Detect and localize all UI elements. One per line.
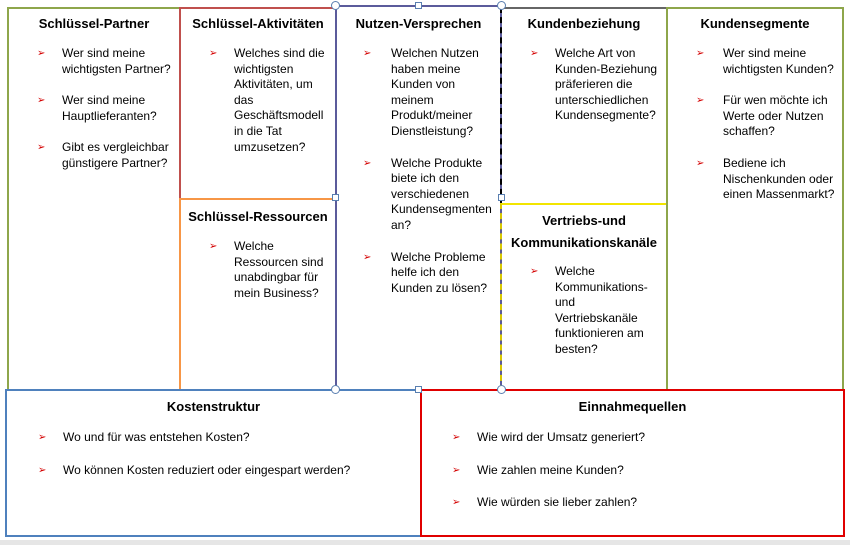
list-item: ➢Wer sind meine Hauptlieferanten? bbox=[37, 93, 157, 123]
list-item: ➢Wo und für was entstehen Kosten? bbox=[38, 430, 250, 444]
list-item: ➢Welche Produkte biete ich den verschied… bbox=[363, 155, 492, 232]
arrow-bullet-icon: ➢ bbox=[38, 464, 47, 476]
resize-handle-right[interactable] bbox=[498, 194, 505, 201]
costs-title: Kostenstruktur bbox=[166, 399, 261, 414]
arrow-bullet-icon: ➢ bbox=[696, 48, 705, 59]
list-item: ➢Wie wird der Umsatz generiert? bbox=[452, 430, 646, 444]
arrow-bullet-icon: ➢ bbox=[37, 95, 46, 107]
arrow-bullet-icon: ➢ bbox=[37, 48, 46, 59]
arrow-bullet-icon: ➢ bbox=[37, 142, 46, 154]
resize-handle-top[interactable] bbox=[415, 2, 422, 9]
list-item: ➢Wer sind meine wichtigsten Kunden? bbox=[696, 46, 834, 76]
resize-handle-bottom-left[interactable] bbox=[331, 385, 340, 394]
revenue-list: ➢Wie wird der Umsatz generiert? ➢Wie zah… bbox=[452, 430, 837, 527]
resize-handle-bottom-right[interactable] bbox=[497, 385, 506, 394]
list-item: ➢Bediene ich Nischenkunden oder einen Ma… bbox=[696, 155, 835, 202]
partner-title: Schlüssel-Partner bbox=[38, 16, 150, 31]
arrow-bullet-icon: ➢ bbox=[38, 432, 47, 443]
list-item: ➢Welche Art von Kunden-Beziehung präferi… bbox=[530, 46, 658, 123]
arrow-bullet-icon: ➢ bbox=[696, 95, 705, 107]
list-item: ➢Welche Probleme helfe ich den Kunden zu… bbox=[363, 249, 488, 295]
activities-list: ➢Welches sind die wichtigsten Aktivitäte… bbox=[209, 46, 334, 171]
costs-block: Kostenstruktur ➢Wo und für was entstehen… bbox=[5, 389, 422, 537]
channels-list: ➢Welche Kommunikations- und Vertriebskan… bbox=[530, 264, 660, 374]
segments-list: ➢Wer sind meine wichtigsten Kunden? ➢Für… bbox=[696, 46, 841, 219]
arrow-bullet-icon: ➢ bbox=[209, 241, 218, 252]
revenue-title: Einnahmequellen bbox=[578, 399, 687, 414]
resources-title: Schlüssel-Ressourcen bbox=[188, 209, 328, 224]
relationship-list: ➢Welche Art von Kunden-Beziehung präferi… bbox=[530, 46, 665, 140]
list-item: ➢Wo können Kosten reduziert oder eingesp… bbox=[38, 462, 351, 477]
resize-handle-left[interactable] bbox=[332, 194, 339, 201]
list-item: ➢Für wen möchte ich Werte oder Nutzen sc… bbox=[696, 93, 828, 139]
revenue-block: Einnahmequellen ➢Wie wird der Umsatz gen… bbox=[420, 389, 845, 537]
arrow-bullet-icon: ➢ bbox=[452, 497, 461, 509]
arrow-bullet-icon: ➢ bbox=[363, 48, 372, 59]
list-item: ➢Welche Kommunikations- und Vertriebskan… bbox=[530, 264, 648, 356]
resize-handle-bottom[interactable] bbox=[415, 386, 422, 393]
arrow-bullet-icon: ➢ bbox=[363, 157, 372, 169]
partner-block: Schlüssel-Partner ➢Wer sind meine wichti… bbox=[7, 7, 181, 391]
activities-title: Schlüssel-Aktivitäten bbox=[192, 16, 324, 31]
relationship-title: Kundenbeziehung bbox=[527, 16, 641, 31]
arrow-bullet-icon: ➢ bbox=[696, 157, 705, 169]
list-item: ➢Wer sind meine wichtigsten Partner? bbox=[37, 46, 171, 76]
costs-list: ➢Wo und für was entstehen Kosten? ➢Wo kö… bbox=[38, 430, 418, 494]
list-item: ➢Wie zahlen meine Kunden? bbox=[452, 462, 624, 477]
resize-handle-top-left[interactable] bbox=[331, 1, 340, 10]
resize-handle-top-right[interactable] bbox=[497, 1, 506, 10]
arrow-bullet-icon: ➢ bbox=[209, 48, 218, 59]
arrow-bullet-icon: ➢ bbox=[363, 251, 372, 263]
list-item: ➢Welchen Nutzen haben meine Kunden von m… bbox=[363, 46, 479, 138]
segments-block: Kundensegmente ➢Wer sind meine wichtigst… bbox=[666, 7, 844, 391]
resources-block: Schlüssel-Ressourcen ➢Welche Ressourcen … bbox=[179, 198, 337, 391]
list-item: ➢Welches sind die wichtigsten Aktivitäte… bbox=[209, 46, 325, 154]
arrow-bullet-icon: ➢ bbox=[530, 48, 539, 59]
value-title: Nutzen-Versprechen bbox=[355, 16, 482, 31]
segments-title: Kundensegmente bbox=[700, 16, 810, 31]
activities-block: Schlüssel-Aktivitäten ➢Welches sind die … bbox=[179, 7, 337, 200]
arrow-bullet-icon: ➢ bbox=[530, 266, 539, 277]
channels-title: Vertriebs-und Kommunikationskanäle bbox=[511, 213, 657, 250]
arrow-bullet-icon: ➢ bbox=[452, 432, 461, 443]
window-bottom-edge bbox=[0, 540, 850, 545]
arrow-bullet-icon: ➢ bbox=[452, 464, 461, 476]
channels-block: Vertriebs-und Kommunikationskanäle ➢Welc… bbox=[500, 203, 668, 391]
value-list: ➢Welchen Nutzen haben meine Kunden von m… bbox=[363, 46, 498, 312]
value-block: Nutzen-Versprechen ➢Welchen Nutzen haben… bbox=[335, 5, 502, 391]
list-item: ➢Welche Ressourcen sind unabdingbar für … bbox=[209, 239, 324, 300]
partner-list: ➢Wer sind meine wichtigsten Partner? ➢We… bbox=[37, 46, 182, 188]
relationship-block: Kundenbeziehung ➢Welche Art von Kunden-B… bbox=[500, 7, 668, 205]
list-item: ➢Wie würden sie lieber zahlen? bbox=[452, 495, 638, 510]
list-item: ➢Gibt es vergleichbar günstigere Partner… bbox=[37, 140, 169, 170]
resources-list: ➢Welche Ressourcen sind unabdingbar für … bbox=[209, 239, 334, 317]
